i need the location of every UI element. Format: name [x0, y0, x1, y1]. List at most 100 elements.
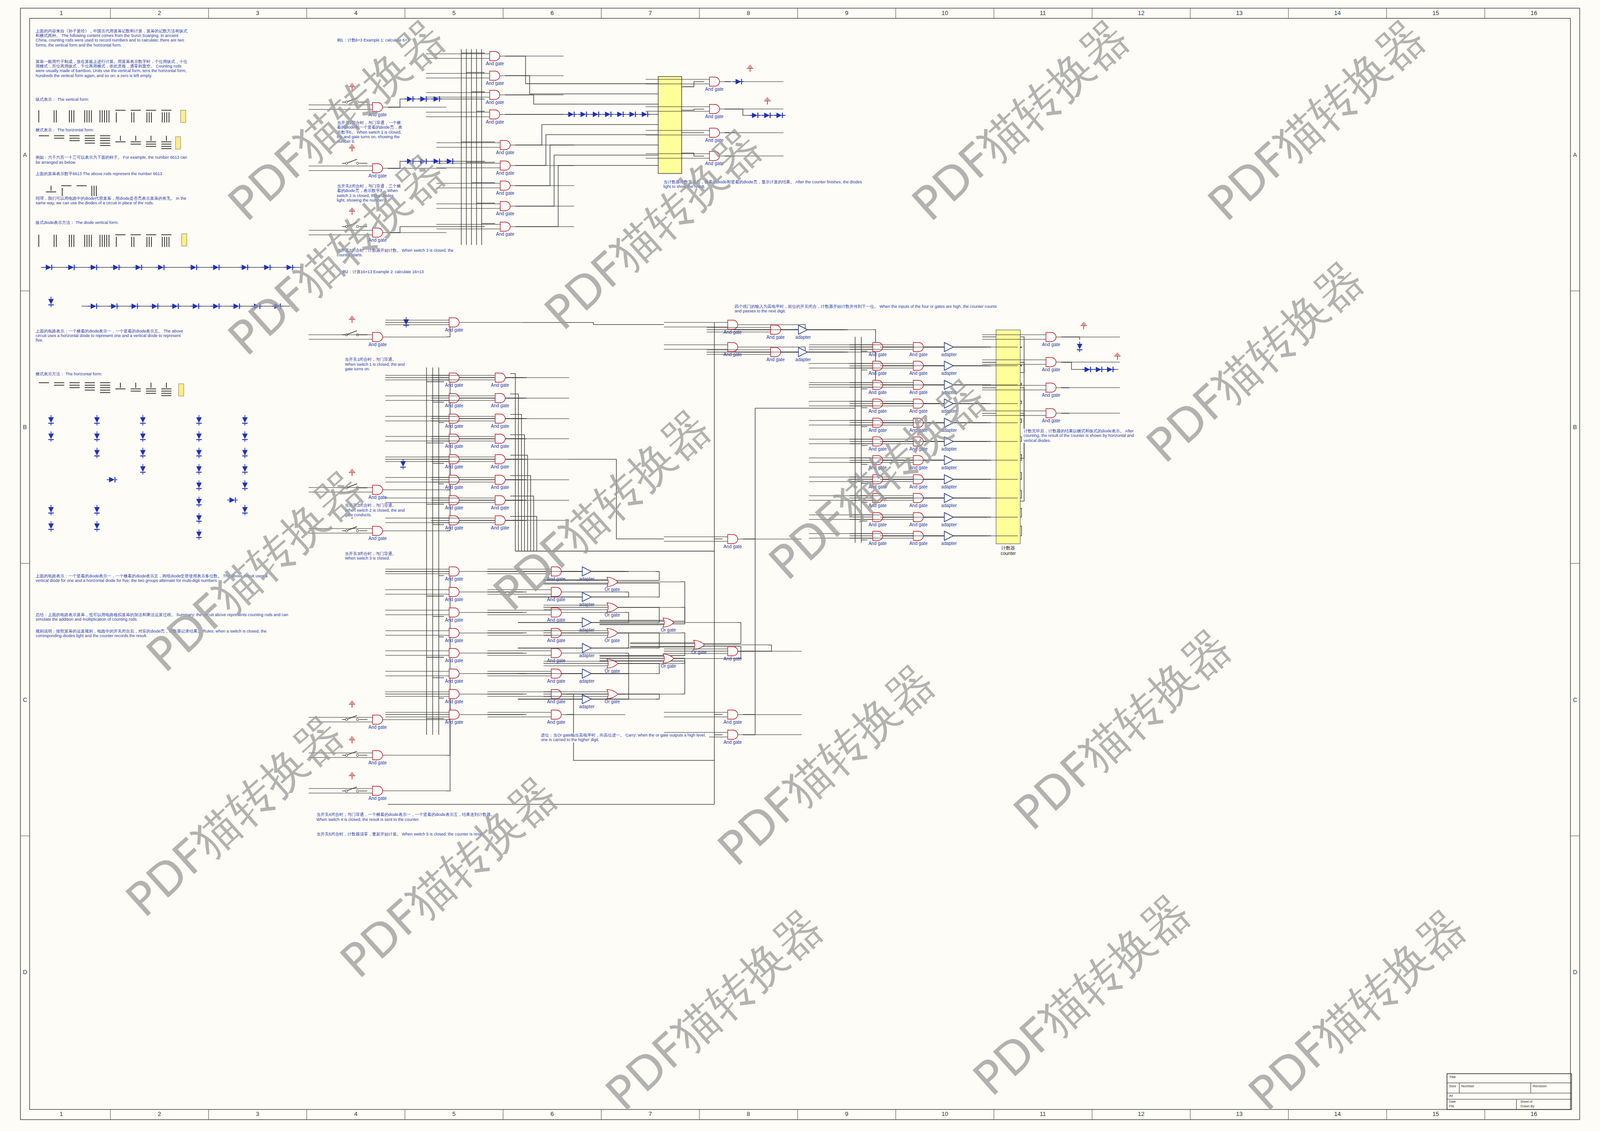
logic-gate: And gate [436, 201, 575, 217]
diode-triangle [196, 531, 202, 538]
diode-bar [196, 439, 202, 441]
marker-square [175, 136, 181, 150]
diode-bar [610, 111, 612, 118]
counting-rod [161, 112, 163, 123]
logic-gate: And gate [431, 474, 570, 490]
gate-symbol [308, 785, 447, 796]
counting-rod [146, 112, 148, 123]
diode-triangle [139, 417, 146, 423]
adapter-label: adapter [517, 652, 656, 658]
diode-symbol [48, 504, 54, 516]
switch-contact [356, 718, 359, 721]
and-gate-body [372, 786, 383, 796]
diode-symbol [590, 111, 601, 118]
ruler-number: 16 [1530, 10, 1538, 17]
adapter-label: adapter [880, 540, 1018, 546]
ruler-tick [1190, 8, 1191, 19]
and-gate-body [500, 181, 511, 191]
gate-symbol [734, 324, 872, 335]
ruler-number: 1 [59, 1110, 63, 1118]
diode-symbol [139, 414, 146, 426]
gate-symbol [599, 653, 738, 664]
and-gate-body [500, 222, 511, 232]
counting-rod [145, 393, 156, 394]
and-gate-body [449, 454, 460, 464]
gate-symbol [517, 668, 656, 679]
gate-label: And gate [645, 86, 784, 92]
diode-symbol [210, 264, 222, 270]
diode-triangle [113, 264, 119, 270]
ruler-tick [699, 1109, 700, 1120]
logic-gate: Or gate [543, 627, 682, 643]
wire-connector [808, 352, 876, 385]
and-gate-body [727, 646, 738, 656]
diode-symbol [404, 96, 416, 102]
gate-symbol [630, 639, 768, 650]
diode-bar [242, 439, 248, 441]
logic-gate: And gate [436, 180, 575, 196]
gate-label: And gate [431, 484, 570, 490]
ruler-number: 5 [452, 10, 456, 17]
diode-bar [139, 439, 146, 441]
gate-label: And gate [706, 357, 845, 363]
gate-label: And gate [706, 334, 845, 340]
gate-symbol [543, 602, 682, 613]
wire [861, 407, 868, 408]
counter-label: 计数器 counter [995, 545, 1021, 557]
diode-triangle [158, 264, 164, 270]
gate-label: And gate [431, 403, 570, 409]
watermark: PDF猫转换器 [901, 10, 1139, 231]
and-gate-body [372, 332, 383, 342]
counting-rod [84, 110, 86, 123]
and-gate-body [489, 71, 500, 81]
ruler-number: 2 [157, 1110, 161, 1118]
counting-rod [168, 112, 170, 123]
ruler-letter: D [22, 968, 27, 976]
counting-rod [133, 112, 135, 123]
gate-symbol [436, 139, 575, 151]
counting-rod [135, 135, 137, 141]
adapter-triangle [582, 643, 592, 653]
diode-triangle [131, 303, 137, 309]
gate-symbol [431, 413, 570, 424]
counting-rod [150, 382, 152, 388]
counting-rod [99, 140, 110, 142]
ruler-tick [110, 1109, 111, 1120]
diode-symbol [139, 463, 146, 475]
logic-gate: And gate [487, 709, 626, 725]
gate-symbol [308, 331, 447, 342]
diode-triangle [139, 466, 146, 472]
switch-lever [347, 330, 358, 335]
and-gate-body [449, 393, 460, 403]
logic-gate: And gate [436, 139, 575, 156]
diode-triangle [68, 264, 74, 270]
diode-triangle [420, 96, 426, 102]
wire [432, 524, 445, 525]
wire [359, 754, 368, 756]
gate-symbol [385, 668, 523, 679]
logic-gate: And gate [431, 372, 570, 388]
diode-triangle [172, 303, 178, 309]
diode-triangle [48, 417, 54, 423]
gate-label: Or gate [599, 663, 738, 669]
ruler-number: 12 [1138, 10, 1145, 17]
adapter-buffer: adapter [734, 324, 872, 340]
gate-symbol [436, 180, 575, 191]
ruler-tick [1484, 1109, 1486, 1120]
ruler-tick [404, 1109, 406, 1120]
note-text: 当开关3闭合时，与门导通。 When switch 3 is closed. [344, 551, 406, 561]
ruler-tick [1570, 563, 1580, 564]
adapter-triangle [798, 347, 808, 357]
gate-symbol [431, 433, 570, 444]
counting-rod [115, 236, 117, 247]
gate-symbol [487, 647, 626, 658]
adapter-triangle [582, 592, 592, 602]
gate-symbol [385, 688, 523, 700]
counting-rod [103, 234, 105, 248]
gate-label: Or gate [543, 637, 682, 643]
wire [1061, 336, 1080, 341]
gate-symbol [880, 492, 1018, 503]
diode-symbol [761, 112, 773, 119]
switch-contact [356, 789, 359, 793]
diode-triangle [212, 264, 219, 270]
